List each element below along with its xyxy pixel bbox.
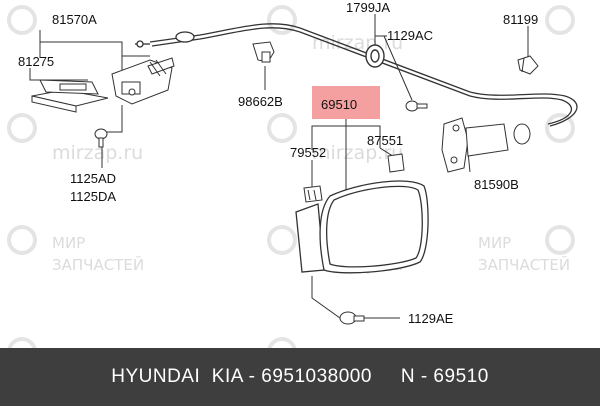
fuel-door-69510 (295, 180, 429, 274)
watermark-brand: ЗАПЧАСТЕЙ (478, 255, 570, 274)
release-cable (135, 23, 578, 127)
grommet-1799ja-icon (365, 44, 385, 68)
label-1129ac: 1129AC (387, 28, 433, 43)
watermark-brand: ЗАПЧАСТЕЙ (52, 255, 144, 274)
label-81590b: 81590B (474, 177, 519, 192)
footer-part-numbers: HYUNDAI KIA - 6951038000 N - 69510 (111, 366, 489, 387)
bolt-1125-icon (94, 128, 108, 148)
label-81570a: 81570A (52, 12, 97, 27)
highlight-box (312, 86, 380, 119)
label-69510: 69510 (321, 97, 357, 112)
watermark-brand: МИР (478, 234, 511, 252)
label-98662b: 98662B (238, 94, 283, 109)
footer-bar: HYUNDAI KIA - 6951038000 N - 69510 (0, 348, 600, 406)
screw-1129ae-icon (339, 311, 365, 325)
bolt-1129ac-icon (405, 100, 428, 112)
latch-assembly (31, 57, 175, 113)
actuator-81590b (441, 117, 531, 173)
clip-81199-icon (517, 55, 539, 75)
watermark-site: mirzap.ru (52, 142, 143, 164)
clip-98662b-icon (252, 41, 275, 63)
watermark-brand: МИР (52, 234, 85, 252)
label-1799ja: 1799JA (346, 0, 390, 15)
label-1125da: 1125DA (70, 189, 116, 204)
label-1125ad: 1125AD (70, 171, 116, 186)
label-81275: 81275 (18, 54, 54, 69)
clip-79552-icon (303, 185, 323, 203)
label-87551: 87551 (367, 133, 403, 148)
label-1129ae: 1129AE (408, 311, 454, 326)
bumper-87551-icon (387, 153, 405, 173)
label-79552: 79552 (290, 145, 326, 160)
label-81199: 81199 (503, 12, 538, 27)
